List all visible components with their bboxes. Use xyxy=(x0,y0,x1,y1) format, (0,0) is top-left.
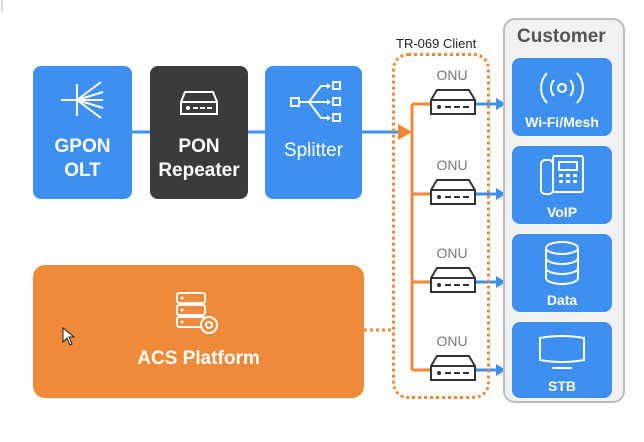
gpon-olt-node: GPON OLT xyxy=(33,66,132,199)
splitter-node: Splitter xyxy=(265,66,362,199)
gpon-label: GPON xyxy=(54,136,111,157)
data-label: Data xyxy=(546,292,578,308)
repeater-label: Repeater xyxy=(158,160,240,181)
onu-label-3: ONU xyxy=(436,245,468,261)
customer-data: Data xyxy=(512,234,612,312)
customer-wifi-mesh: Wi-Fi/Mesh xyxy=(512,58,612,136)
pon-repeater-node: PON Repeater xyxy=(150,66,248,199)
wifi-mesh-label: Wi-Fi/Mesh xyxy=(525,114,599,130)
customer-title: Customer xyxy=(517,26,606,47)
splitter-icon xyxy=(290,81,341,122)
customer-stb: STB xyxy=(512,322,612,398)
onu-device-icon xyxy=(430,179,476,205)
splitter-label: Splitter xyxy=(283,140,344,161)
tr069-client-label: TR-069 Client xyxy=(396,36,477,51)
stb-label: STB xyxy=(548,378,576,394)
customer-voip: VoIP xyxy=(512,146,612,224)
acs-platform-node: ACS Platform xyxy=(33,265,364,398)
desk-phone-icon xyxy=(540,155,584,195)
tv-monitor-icon xyxy=(539,335,585,369)
voip-label: VoIP xyxy=(546,204,578,220)
onu-label-1: ONU xyxy=(436,67,468,83)
onu-label-4: ONU xyxy=(436,333,468,349)
fiber-fanout-icon xyxy=(61,81,104,119)
acs-label: ACS Platform xyxy=(137,348,260,369)
tr069-client-group xyxy=(392,53,490,399)
onu-device-icon xyxy=(430,355,476,381)
wifi-broadcast-icon xyxy=(540,72,584,104)
onu-device-icon xyxy=(430,267,476,293)
database-icon xyxy=(545,241,579,285)
onu-device-icon xyxy=(430,89,476,115)
server-settings-icon xyxy=(176,292,218,334)
olt-label: OLT xyxy=(64,160,101,181)
mouse-cursor-icon xyxy=(62,327,76,346)
onu-label-2: ONU xyxy=(436,157,468,173)
pon-label: PON xyxy=(178,136,220,157)
repeater-device-icon xyxy=(180,91,218,115)
